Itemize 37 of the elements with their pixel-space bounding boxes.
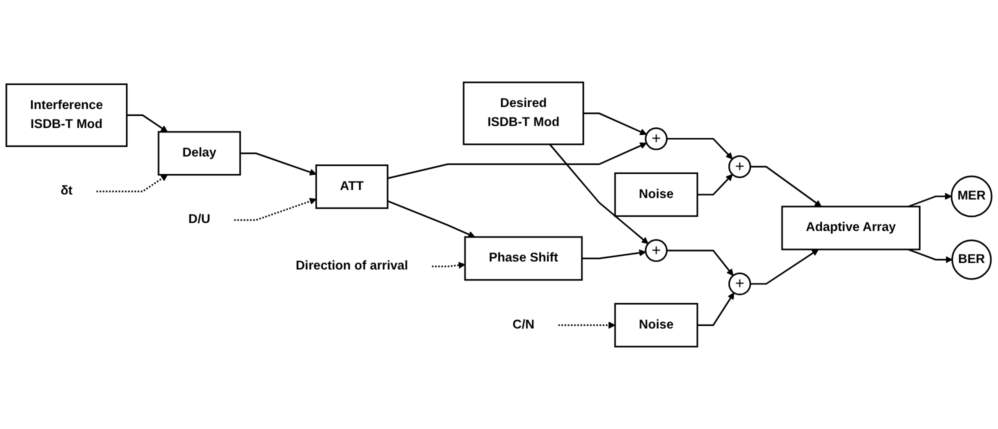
node-box: ATT — [315, 164, 388, 209]
node-text: C/N — [512, 318, 534, 332]
arrow — [750, 249, 819, 285]
arrow — [234, 198, 316, 221]
node-box: Delay — [158, 131, 241, 176]
arrow — [558, 322, 616, 329]
node-circle: + — [728, 155, 752, 178]
node-circle: + — [728, 272, 752, 296]
arrow — [387, 200, 476, 238]
node-box: Noise — [614, 302, 698, 348]
node-box: Noise — [614, 172, 698, 217]
node-text: D/U — [188, 212, 210, 226]
arrow — [432, 262, 466, 269]
node-text: Direction of arrival — [296, 259, 408, 273]
arrow — [549, 144, 648, 244]
node-box: Phase Shift — [464, 236, 583, 281]
arrow — [583, 112, 647, 136]
arrow — [750, 166, 822, 207]
arrow — [666, 138, 733, 160]
node-box: Adaptive Array — [781, 206, 920, 250]
arrow — [908, 248, 952, 264]
node-circle: BER — [951, 239, 992, 280]
arrow — [908, 192, 952, 208]
node-circle: + — [644, 127, 668, 150]
arrow — [126, 114, 168, 132]
arrow — [582, 249, 646, 260]
arrow — [387, 142, 647, 180]
node-box: Interference ISDB-T Mod — [6, 83, 128, 147]
node-box: Desired ISDB-T Mod — [462, 82, 584, 146]
arrow — [240, 152, 316, 176]
node-circle: + — [644, 239, 668, 262]
arrow — [96, 174, 168, 192]
node-circle: MER — [950, 175, 992, 218]
arrow — [666, 250, 734, 276]
arrow — [697, 292, 734, 326]
node-text: δt — [60, 184, 73, 198]
arrow — [697, 174, 733, 196]
